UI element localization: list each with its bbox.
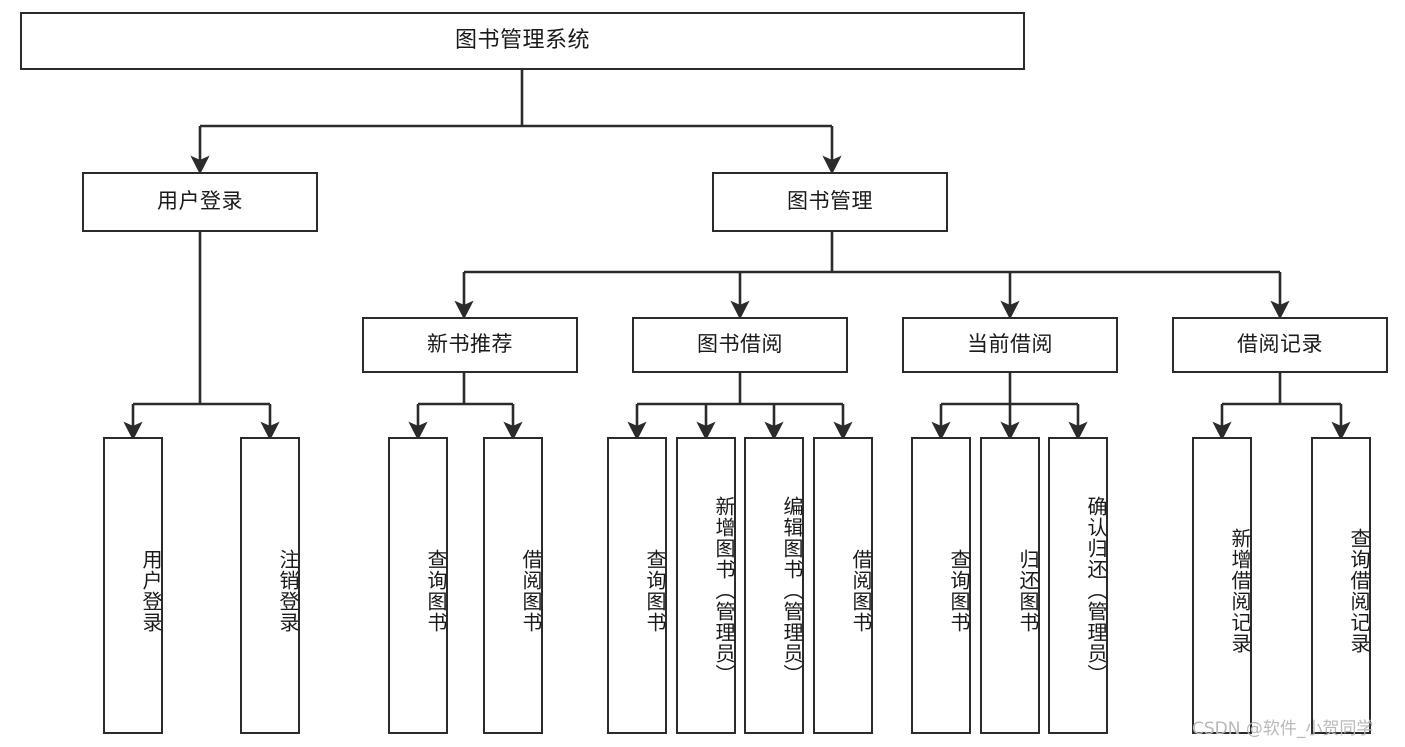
node-label: 新增借阅记录 — [1228, 527, 1252, 654]
csdn-watermark: CSDN @软件_小贺同学 — [1192, 719, 1374, 739]
node-label: 用户登录 — [157, 189, 243, 214]
node-book-borrow[interactable]: 图书借阅 — [632, 317, 848, 373]
node-new-book-recommend[interactable]: 新书推荐 — [362, 317, 578, 373]
node-user-login[interactable]: 用户登录 — [82, 172, 318, 232]
node-leaf-query-book-1[interactable]: 查询图书 — [388, 437, 448, 734]
node-leaf-edit-book[interactable]: 编辑图书（管理员） — [744, 437, 804, 734]
node-label: 查询图书 — [643, 548, 667, 633]
node-label: 注销登录 — [276, 548, 300, 633]
node-label: 编辑图书（管理员） — [780, 496, 804, 685]
node-leaf-add-record[interactable]: 新增借阅记录 — [1192, 437, 1252, 734]
node-leaf-return-book[interactable]: 归还图书 — [980, 437, 1040, 734]
node-label: 查询借阅记录 — [1347, 527, 1371, 654]
node-current-borrow[interactable]: 当前借阅 — [902, 317, 1118, 373]
node-label: 用户登录 — [139, 548, 163, 633]
node-leaf-query-book-3[interactable]: 查询图书 — [911, 437, 971, 734]
node-label: 新书推荐 — [427, 332, 513, 357]
node-label: 查询图书 — [424, 548, 448, 633]
node-label: 借阅图书 — [849, 548, 873, 633]
node-leaf-add-book[interactable]: 新增图书（管理员） — [676, 437, 736, 734]
node-label: 图书借阅 — [697, 332, 783, 357]
node-label: 图书管理 — [787, 189, 873, 214]
node-label: 当前借阅 — [967, 332, 1053, 357]
node-leaf-confirm-return[interactable]: 确认归还（管理员） — [1048, 437, 1108, 734]
node-leaf-query-record[interactable]: 查询借阅记录 — [1311, 437, 1371, 734]
node-label: 图书管理系统 — [454, 27, 590, 53]
node-leaf-user-logout[interactable]: 注销登录 — [240, 437, 300, 734]
node-root-system[interactable]: 图书管理系统 — [20, 12, 1025, 70]
node-label: 新增图书（管理员） — [712, 496, 736, 685]
node-leaf-borrow-book-1[interactable]: 借阅图书 — [483, 437, 543, 734]
node-leaf-user-login[interactable]: 用户登录 — [103, 437, 163, 734]
node-leaf-borrow-book-2[interactable]: 借阅图书 — [813, 437, 873, 734]
node-label: 查询图书 — [947, 548, 971, 633]
node-leaf-query-book-2[interactable]: 查询图书 — [607, 437, 667, 734]
node-label: 归还图书 — [1016, 548, 1040, 633]
node-borrow-record[interactable]: 借阅记录 — [1172, 317, 1388, 373]
node-book-management[interactable]: 图书管理 — [712, 172, 948, 232]
node-label: 借阅记录 — [1237, 332, 1323, 357]
node-label: 借阅图书 — [519, 548, 543, 633]
node-label: 确认归还（管理员） — [1084, 496, 1108, 685]
